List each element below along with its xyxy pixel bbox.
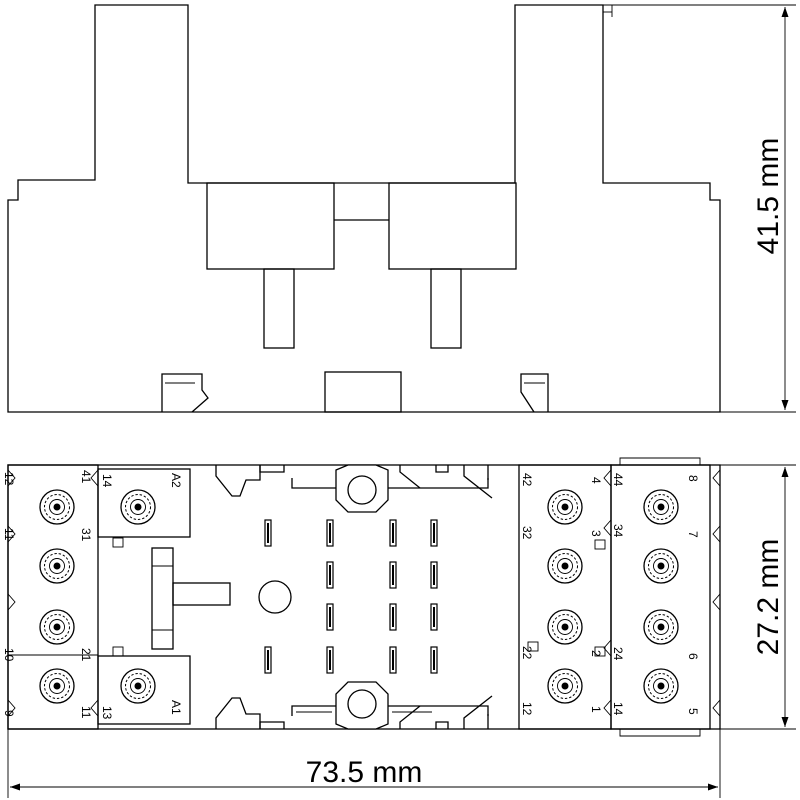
terminal-label: 11 xyxy=(79,706,93,719)
terminal-label: 10 xyxy=(2,648,16,662)
terminal-label: 42 xyxy=(520,473,534,487)
terminal-label: 5 xyxy=(686,708,700,715)
terminal-label: 1 xyxy=(589,706,603,713)
top-view xyxy=(7,457,721,737)
width-dimension-label: 73.5 mm xyxy=(306,756,423,789)
terminal-label: 21 xyxy=(79,648,93,662)
terminal-label: 44 xyxy=(611,473,625,487)
terminal-label: 3 xyxy=(589,530,603,537)
terminal-label: 14 xyxy=(100,474,114,488)
terminal-label: 11 xyxy=(2,528,16,541)
height-dimension-label: 41.5 mm xyxy=(752,138,785,255)
terminal-label: 24 xyxy=(611,647,625,661)
terminal-label: 13 xyxy=(100,706,114,720)
height-dimension: 41.5 mm xyxy=(603,4,796,413)
terminal-label: 4 xyxy=(589,477,603,484)
terminal-label: 2 xyxy=(589,650,603,657)
terminal-label: 22 xyxy=(520,646,534,660)
terminal-label: 31 xyxy=(79,528,93,542)
terminal-label: 9 xyxy=(2,710,16,717)
terminal-label: A2 xyxy=(169,473,183,488)
side-view xyxy=(7,4,721,413)
terminal-label: 12 xyxy=(2,472,16,486)
depth-dimension: 27.2 mm xyxy=(720,464,796,730)
terminal-label: 32 xyxy=(520,526,534,540)
depth-dimension-label: 27.2 mm xyxy=(752,539,785,656)
terminal-labels: 12 41 14 A2 11 31 10 21 9 11 13 A1 42 4 … xyxy=(2,470,700,720)
terminal-label: 14 xyxy=(611,702,625,716)
terminal-label: A1 xyxy=(169,700,183,715)
terminal-label: 34 xyxy=(611,524,625,538)
terminal-label: 8 xyxy=(686,475,700,482)
terminal-label: 7 xyxy=(686,531,700,538)
terminal-screws xyxy=(39,489,679,704)
terminal-label: 12 xyxy=(520,702,534,716)
terminal-label: 6 xyxy=(686,653,700,660)
width-dimension: 73.5 mm xyxy=(7,729,721,798)
terminal-label: 41 xyxy=(79,470,93,484)
